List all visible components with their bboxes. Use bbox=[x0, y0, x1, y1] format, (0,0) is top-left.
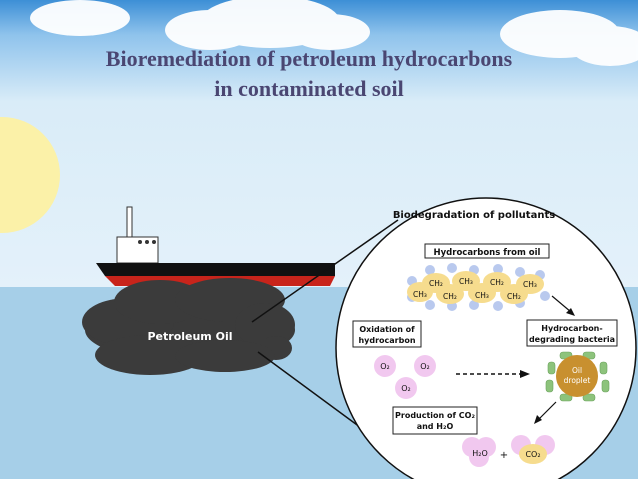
hydrocarbons-box-label: Hydrocarbons from oil bbox=[434, 248, 541, 258]
sky-clouds bbox=[30, 0, 638, 66]
molecule-label: CH₃ bbox=[413, 290, 427, 299]
zoom-line-top bbox=[251, 219, 399, 323]
petroleum-oil-label: Petroleum Oil bbox=[147, 330, 232, 343]
water-molecule bbox=[462, 437, 496, 467]
water-label: H₂O bbox=[472, 449, 488, 458]
molecule-blobs bbox=[407, 271, 544, 304]
oil-droplet-line1: Oil bbox=[572, 366, 582, 375]
molecule-label: CH₂ bbox=[490, 278, 504, 287]
molecule-label: CH₂ bbox=[443, 292, 457, 301]
hydrocarbons-box bbox=[424, 243, 550, 259]
arrow-to-bacteria bbox=[551, 295, 572, 313]
oxygen-label: O₂ bbox=[401, 384, 411, 393]
oxidation-box-line2: hydrocarbon bbox=[358, 336, 415, 345]
oxygen-molecules bbox=[374, 355, 436, 399]
production-box-line2: and H₂O bbox=[417, 422, 454, 431]
bacteria-box-line1: Hydrocarbon- bbox=[541, 324, 602, 333]
sun bbox=[0, 117, 60, 233]
co2-molecule bbox=[511, 435, 555, 464]
arrow-to-bacteria-head bbox=[566, 308, 575, 316]
production-box bbox=[392, 406, 478, 435]
molecule-labels: CH₂ CH₃ CH₂ CH₃ CH₃ CH₂ CH₃ CH₂ bbox=[413, 277, 537, 301]
slide-title-line1: Bioremediation of petroleum hydrocarbons bbox=[105, 46, 513, 71]
molecule-label: CH₂ bbox=[429, 279, 443, 288]
oxidation-box bbox=[352, 320, 422, 348]
petroleum-oil-cloud bbox=[82, 278, 295, 375]
oil-droplet bbox=[556, 355, 598, 397]
oxygen-label: O₂ bbox=[420, 362, 430, 371]
oxygen-label: O₂ bbox=[380, 362, 390, 371]
bacteria-box bbox=[526, 319, 618, 347]
bacteria-box-line2: degrading bacteria bbox=[529, 335, 615, 344]
oil-droplet-line2: droplet bbox=[564, 376, 591, 385]
plus-sign: + bbox=[500, 450, 508, 461]
arrow-to-production-head bbox=[534, 415, 542, 424]
dashed-arrow-head bbox=[520, 370, 530, 378]
molecule-label: CH₃ bbox=[523, 280, 537, 289]
oxidation-box-line1: Oxidation of bbox=[359, 325, 415, 334]
co2-label: CO₂ bbox=[525, 450, 540, 459]
molecule-label: CH₃ bbox=[475, 291, 489, 300]
bacteria-leaves bbox=[545, 351, 610, 402]
slide-title-line2: in contaminated soil bbox=[214, 76, 404, 101]
diagram-heading: Biodegradation of pollutants bbox=[393, 210, 555, 221]
molecule-label: CH₂ bbox=[507, 292, 521, 301]
production-box-line1: Production of CO₂ bbox=[395, 411, 475, 420]
arrow-to-production bbox=[537, 401, 557, 421]
molecule-label: CH₃ bbox=[459, 277, 473, 286]
